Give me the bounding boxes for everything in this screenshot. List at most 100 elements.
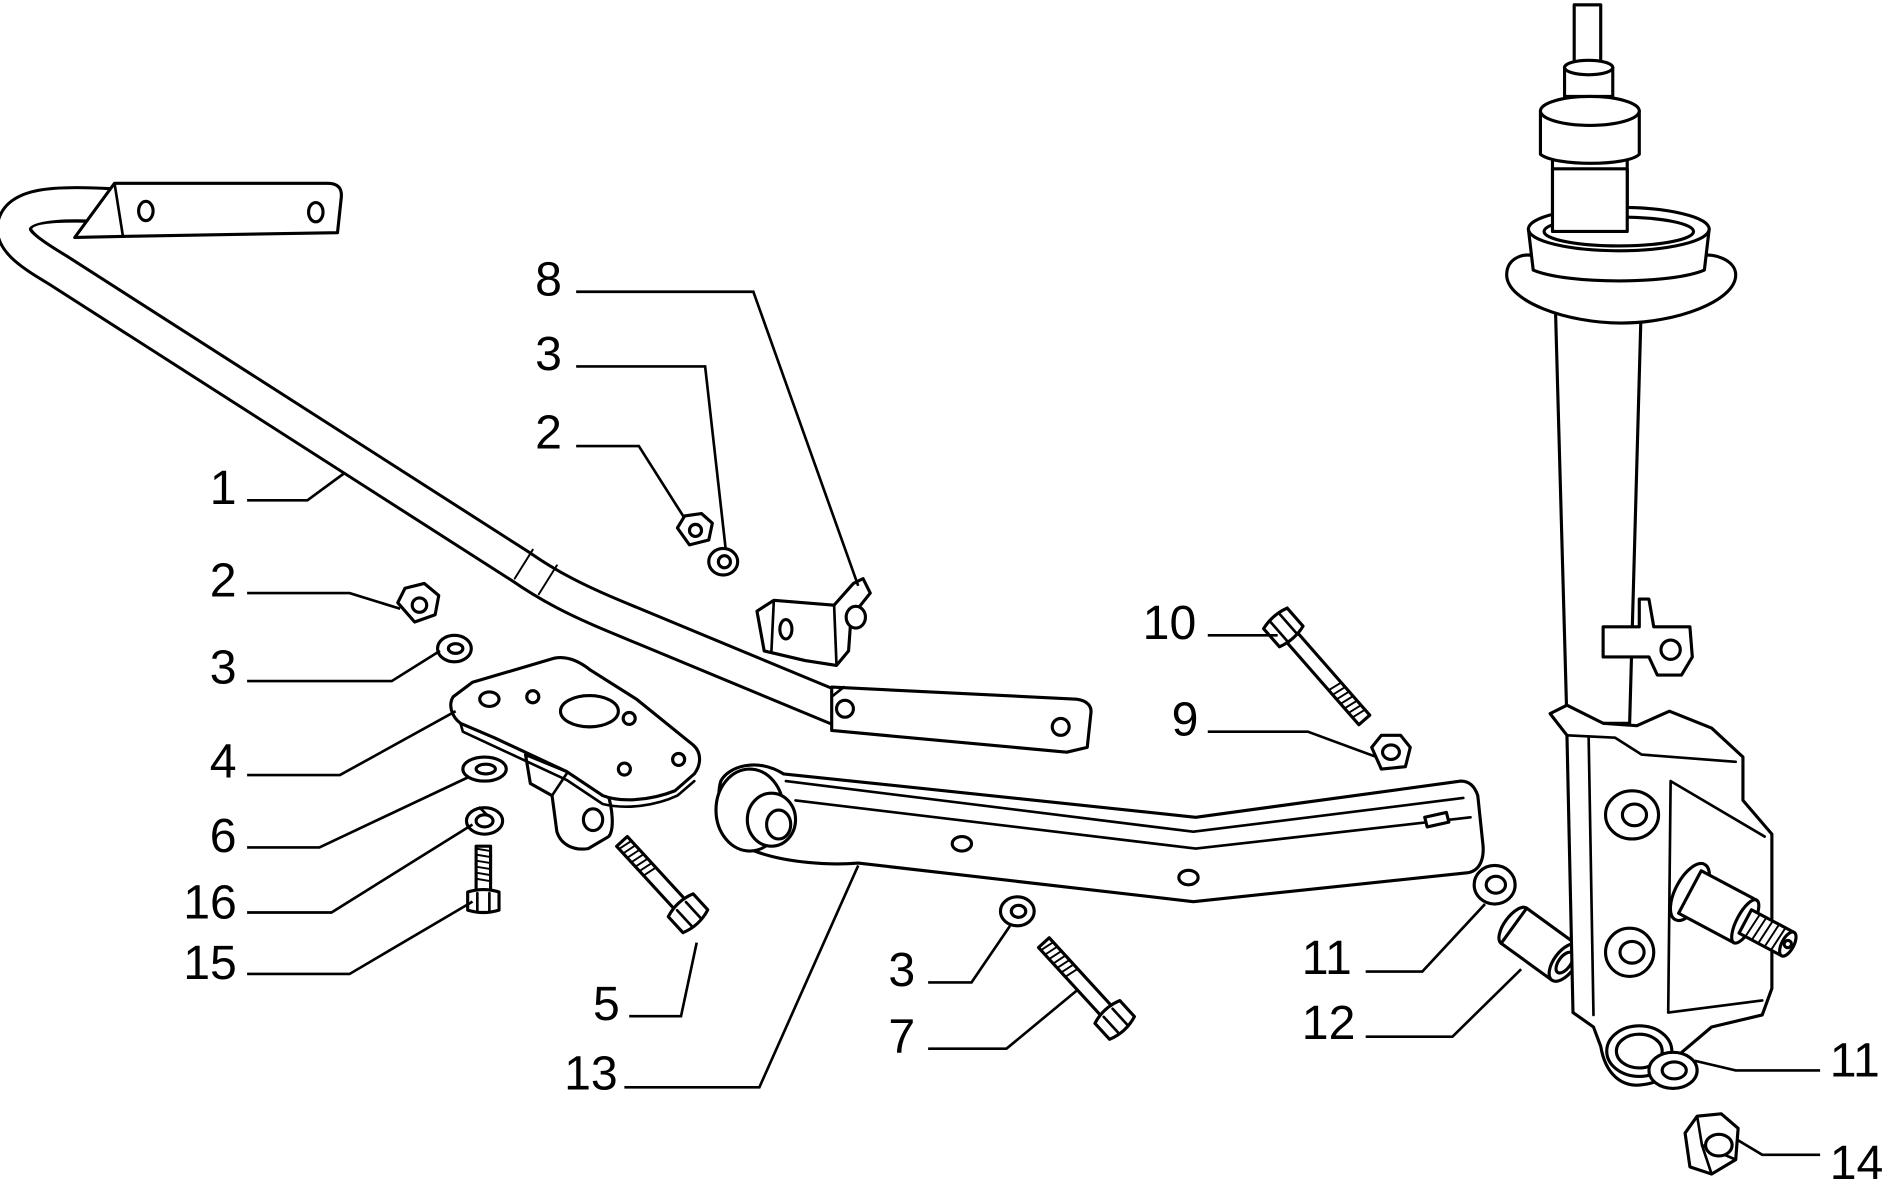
bracket-fold-line — [770, 598, 838, 667]
callout-2-upper: 2 — [535, 405, 562, 459]
stabilizer-bar-right-tab — [830, 685, 1093, 754]
control-arm — [714, 763, 1485, 904]
callout-2-left: 2 — [210, 554, 237, 608]
bolt-head-flats — [475, 891, 491, 913]
strut-top-mount-face — [1538, 94, 1641, 127]
mounting-plate-hole — [478, 690, 501, 708]
stub-axle-thread-lines — [1744, 913, 1787, 952]
nut-bore — [687, 522, 704, 538]
leader-line-12 — [1365, 968, 1523, 1038]
leader-line-2-left — [247, 591, 401, 611]
bolt-shank — [615, 834, 688, 912]
control-arm-hole — [950, 834, 974, 853]
leader-line-15 — [247, 900, 474, 976]
stabilizer-bar — [0, 181, 1093, 754]
stabilizer-bar-ring-mark — [513, 548, 558, 596]
stabilizer-bar-right-tab-edge — [830, 685, 846, 699]
bolt-short — [466, 844, 501, 915]
washer-bore — [474, 762, 497, 776]
callout-3-upper: 3 — [535, 327, 562, 381]
callout-9: 9 — [1172, 692, 1199, 746]
callout-1: 1 — [210, 461, 237, 515]
leader-line-16 — [247, 823, 474, 914]
knuckle-upper-boss-hole — [1620, 802, 1649, 828]
bracket-hole — [844, 604, 868, 630]
nut-bore — [1380, 743, 1401, 761]
mounting-plate-edge — [459, 721, 696, 808]
steering-knuckle — [1548, 703, 1798, 1087]
callout-14: 14 — [1830, 1136, 1884, 1190]
callout-5: 5 — [593, 977, 620, 1031]
control-arm-slot — [1423, 810, 1451, 829]
nut-upper — [675, 511, 714, 547]
stub-axle-center — [1782, 938, 1794, 950]
callout-6: 6 — [210, 809, 237, 863]
leader-line-1 — [247, 472, 345, 502]
control-arm-hole — [1177, 868, 1200, 887]
mounting-plate-center-hole — [558, 693, 620, 729]
bolt-long — [1262, 606, 1372, 727]
bracket-hole — [778, 618, 794, 641]
callout-3-middle: 3 — [888, 943, 915, 997]
washer-bore — [716, 554, 733, 570]
stabilizer-bar-left-tab — [73, 181, 343, 240]
mounting-plate-bracket-hole — [581, 807, 605, 833]
washer-upper — [707, 546, 740, 577]
strut-body-through-seat — [1550, 167, 1629, 234]
mounting-plate-hole — [621, 710, 637, 727]
bolt-shank — [1284, 630, 1372, 727]
stabilizer-bar-tube-fill — [0, 189, 850, 726]
washer-bore — [446, 642, 465, 655]
control-arm-flange-line — [794, 799, 1472, 850]
callout-10: 10 — [1143, 596, 1197, 650]
bolt-head-flats — [675, 900, 702, 928]
washer-bore — [1484, 874, 1508, 895]
leader-line-3-upper — [576, 365, 727, 549]
nut-bore — [410, 596, 429, 614]
control-arm-body — [717, 763, 1485, 904]
bolt-plate — [615, 834, 710, 935]
washer-bore — [1660, 1060, 1688, 1081]
leader-line-7 — [928, 989, 1078, 1051]
callout-3-left: 3 — [210, 640, 237, 694]
bolt-arm — [1036, 936, 1137, 1041]
mounting-plate-hole — [671, 751, 687, 768]
washer-knuckle — [1647, 1050, 1699, 1091]
callout-7: 7 — [888, 1009, 915, 1063]
knuckle-strut-edge — [1587, 736, 1595, 1017]
leader-line-14 — [1737, 1139, 1821, 1157]
washer-left — [435, 633, 473, 664]
bolt-head — [1093, 998, 1137, 1041]
knuckle-lower-boss-hole — [1618, 939, 1646, 965]
control-arm-flange-line — [784, 779, 1465, 834]
callout-11-arm: 11 — [1302, 931, 1352, 985]
callout-16: 16 — [183, 876, 237, 930]
stabilizer-bar-left-tab-hole — [307, 200, 325, 224]
leader-line-3-middle — [928, 925, 1012, 984]
strut-collar-top — [1562, 58, 1615, 77]
leader-lines — [247, 290, 1821, 1157]
leader-line-13 — [624, 864, 860, 1089]
nut-bolt-long — [1370, 733, 1412, 771]
bolt-shank — [1036, 936, 1115, 1019]
bolt-head-flats — [1102, 1007, 1129, 1035]
washer-bushing — [1472, 863, 1517, 906]
knuckle-lower-eye-bore — [1614, 1032, 1664, 1070]
washer-bore — [1009, 903, 1028, 919]
callout-numbers: 1 2 3 4 6 16 15 8 3 2 5 13 10 9 3 7 11 1… — [183, 252, 1883, 1190]
mounting-plate-body — [449, 656, 702, 802]
control-arm-bushing-pin — [765, 808, 793, 841]
self-locking-nut — [1683, 1112, 1740, 1176]
callout-8: 8 — [535, 252, 562, 306]
mounting-plate — [449, 656, 702, 851]
stub-axle — [1668, 861, 1798, 958]
shock-absorber-strut — [1505, 3, 1738, 725]
leader-line-3-left — [247, 649, 441, 683]
flat-washer — [461, 755, 508, 783]
bolt-head-flats — [1269, 613, 1298, 642]
leader-line-2-upper — [576, 444, 686, 520]
bolt-thread — [1039, 941, 1079, 978]
callout-15: 15 — [183, 936, 237, 990]
leader-line-5 — [629, 942, 698, 1018]
